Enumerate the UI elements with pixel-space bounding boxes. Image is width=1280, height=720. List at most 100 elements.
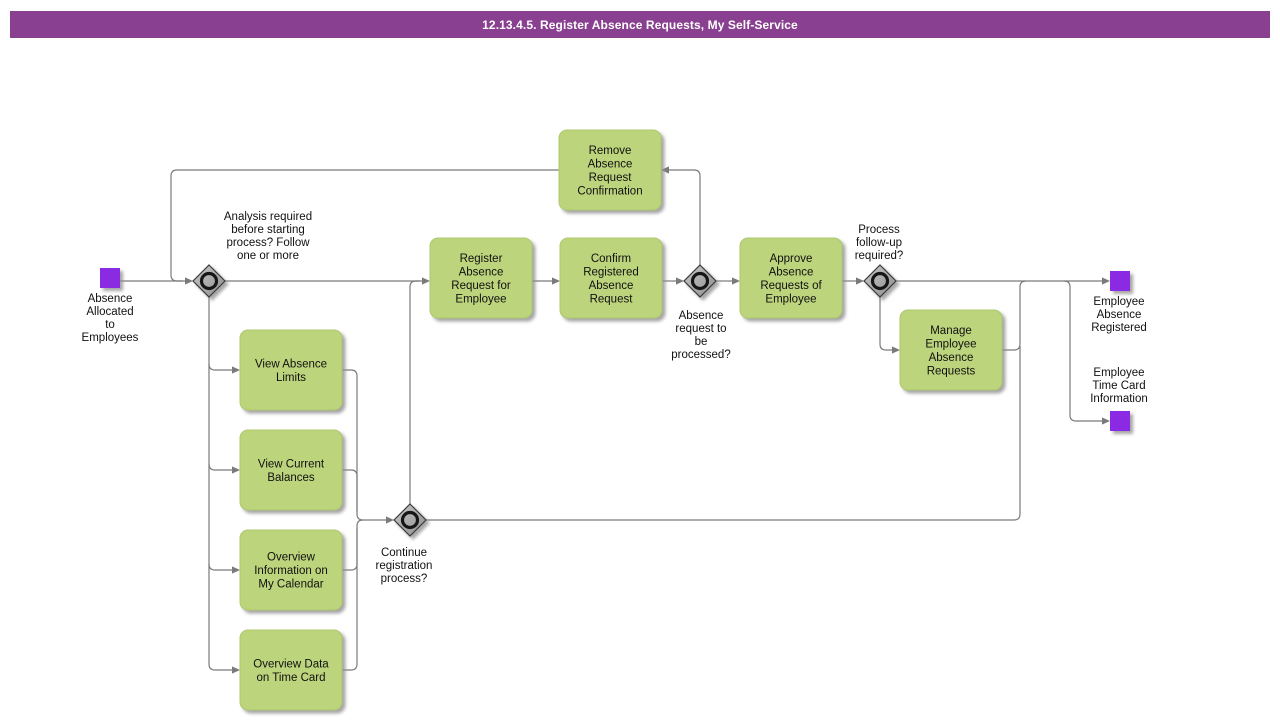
flow-view-absence-limits-to-continue-gateway [342, 369, 394, 524]
task-box[interactable] [739, 237, 843, 319]
gateway-label-line: Analysis required [224, 211, 312, 223]
gateway-label-line: Process [858, 224, 900, 236]
task-label-line: View Current [258, 458, 325, 470]
task-box[interactable] [559, 237, 663, 319]
task-box[interactable] [239, 429, 343, 511]
gateway-label-line: registration [376, 560, 433, 572]
event-label-line: Employee [1093, 296, 1144, 308]
gateway-diamond-icon [393, 503, 427, 537]
task-label-line: Overview Data [253, 658, 329, 670]
gateway-label-line: process? Follow [226, 237, 310, 249]
gateway-circle-icon [400, 510, 420, 530]
flow-branch-to-overview-calendar [208, 563, 240, 574]
gateway-label-line: processed? [671, 349, 730, 361]
flow-continue-gateway-to-main-line [426, 346, 1021, 521]
event-square[interactable] [1110, 411, 1130, 431]
connectors-layer [120, 166, 1110, 674]
gateway-circle-icon [690, 271, 710, 291]
event-label-line: Time Card [1092, 380, 1145, 392]
gateway-label-line: required? [855, 250, 904, 262]
flow-follow-up-gateway-to-manage [879, 297, 900, 354]
event-label-line: Allocated [86, 306, 133, 318]
task-label-line: Balances [267, 472, 315, 484]
gateway-circle-icon [870, 271, 890, 291]
gateway-label-line: request to [675, 323, 726, 335]
event-square[interactable] [1110, 271, 1130, 291]
gateway-label-line: process? [381, 573, 428, 585]
task-label-line: Limits [276, 372, 306, 384]
event-label-line: Absence [1097, 309, 1142, 321]
task-box[interactable] [239, 329, 343, 411]
task-box[interactable] [429, 237, 533, 319]
task-label-line: Approve [770, 253, 813, 265]
task-label-line: Remove [589, 145, 632, 157]
task-label-line: Requests [927, 365, 976, 377]
flow-branch-to-view-absence-limits [208, 363, 240, 374]
flow-request-gateway-to-remove-confirmation [661, 166, 701, 265]
task-box[interactable] [558, 129, 662, 211]
flow-analysis-gateway-to-overview-time-card [208, 297, 240, 674]
event-label-line: Employee [1093, 367, 1144, 379]
event-label-line: Employees [82, 332, 139, 344]
gateway-label-line: Absence [679, 310, 724, 322]
gateway-diamond-icon [863, 264, 897, 298]
task-label-line: Employee [455, 293, 506, 305]
task-box[interactable] [239, 529, 343, 611]
task-box[interactable] [239, 629, 343, 711]
flow-manage-to-main-line [1002, 280, 1027, 351]
task-label-line: Confirm [591, 253, 631, 265]
task-label-line: Request [589, 172, 633, 184]
page-title: 12.13.4.5. Register Absence Requests, My… [482, 17, 798, 32]
task-label-line: Requests of [760, 280, 822, 292]
gateway-label-line: follow-up [856, 237, 902, 249]
flow-branch-to-view-current-balances [208, 463, 240, 474]
event-label-line: to [105, 319, 115, 331]
flow-overview-calendar-to-collector [342, 528, 358, 571]
task-label-line: Confirmation [577, 185, 642, 197]
task-box[interactable] [899, 309, 1003, 391]
gateway-diamond-icon [192, 264, 226, 298]
flow-remove-confirmation-to-analysis-gateway [170, 169, 559, 282]
task-label-line: My Calendar [258, 579, 323, 591]
task-label-line: Information on [254, 565, 328, 577]
task-label-line: Request for [451, 280, 511, 292]
event-square[interactable] [100, 268, 120, 288]
gateway-diamond-icon [683, 264, 717, 298]
flow-continue-gateway-to-register [409, 280, 420, 504]
task-label-line: Registered [583, 266, 639, 278]
task-label-line: Request [590, 293, 634, 305]
flow-branch-to-time-card-information [1063, 280, 1110, 425]
task-label-line: Absence [588, 158, 633, 170]
event-label-line: Registered [1091, 322, 1147, 334]
